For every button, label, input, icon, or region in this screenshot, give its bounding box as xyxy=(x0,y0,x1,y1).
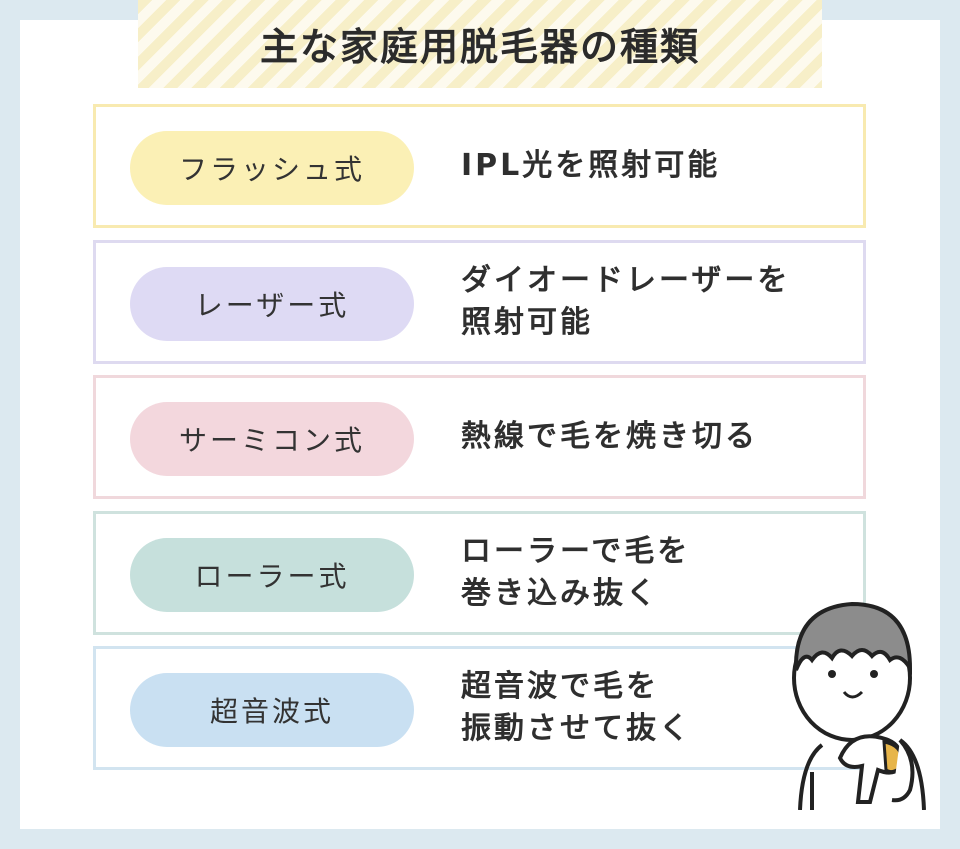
type-description: 熱線で毛を焼き切る xyxy=(461,378,758,496)
description-line: 振動させて抜く xyxy=(461,711,692,746)
type-label-pill: サーミコン式 xyxy=(130,402,414,476)
description-line: IPL光を照射可能 xyxy=(461,148,721,183)
description-line: 巻き込み抜く xyxy=(461,576,659,611)
description-line: 超音波で毛を xyxy=(461,669,659,704)
type-row: 超音波式超音波で毛を振動させて抜く xyxy=(93,646,866,770)
type-label-pill: 超音波式 xyxy=(130,673,414,747)
type-description: ダイオードレーザーを照射可能 xyxy=(461,243,790,361)
type-description: IPL光を照射可能 xyxy=(461,107,720,225)
type-description: 超音波で毛を振動させて抜く xyxy=(461,649,692,767)
description-line: ローラーで毛を xyxy=(461,534,691,569)
type-description: ローラーで毛を巻き込み抜く xyxy=(461,514,690,632)
type-row: ローラー式ローラーで毛を巻き込み抜く xyxy=(93,511,866,635)
title-banner xyxy=(138,0,822,88)
type-label-pill: フラッシュ式 xyxy=(130,131,414,205)
type-label-pill: レーザー式 xyxy=(130,267,414,341)
type-label-pill: ローラー式 xyxy=(130,538,414,612)
person-with-hair-removal-device-icon xyxy=(792,601,926,810)
description-line: 照射可能 xyxy=(461,305,593,340)
type-row: レーザー式ダイオードレーザーを照射可能 xyxy=(93,240,866,364)
type-row: フラッシュ式 IPL光を照射可能 xyxy=(93,104,866,228)
type-row: サーミコン式 熱線で毛を焼き切る xyxy=(93,375,866,499)
description-line: 熱線で毛を焼き切る xyxy=(461,419,758,454)
page-title: 主な家庭用脱毛器の種類 xyxy=(259,24,700,69)
description-line: ダイオードレーザーを xyxy=(461,263,791,298)
